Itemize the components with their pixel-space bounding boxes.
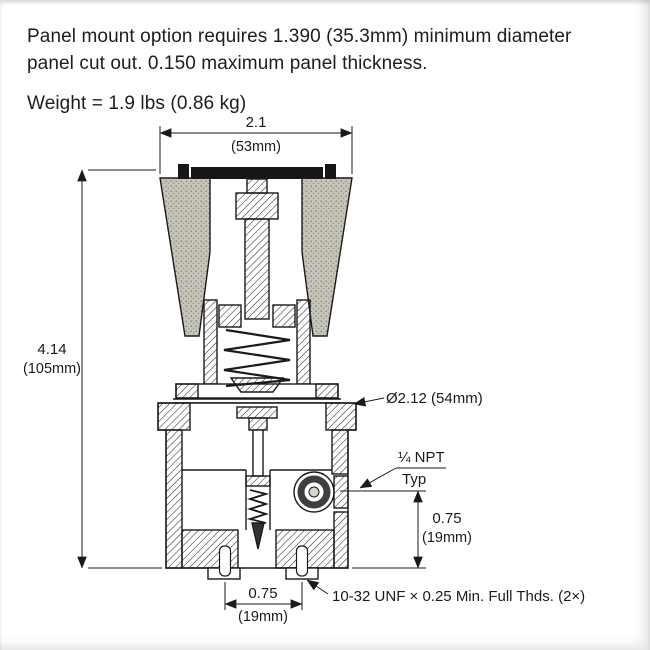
callout-mounting-thread [306, 579, 329, 595]
dim-port-height [340, 490, 426, 569]
dim-top-width-mm: (53mm) [231, 139, 281, 155]
dim-hole-spacing-inch: 0.75 [248, 585, 277, 602]
valve-poppet-tip [251, 522, 265, 550]
mounting-holes [207, 545, 319, 580]
mounting-thread-label: 10-32 UNF × 0.25 Min. Full Thds. (2×) [332, 588, 585, 605]
dim-port-height-mm: (19mm) [422, 530, 472, 546]
panel-mount-note: Panel mount option requires 1.390 (35.3m… [27, 26, 572, 74]
notes-block: Panel mount option requires 1.390 (35.3m… [27, 24, 613, 118]
dim-overall-height [77, 169, 162, 569]
dim-overall-height-mm: (105mm) [23, 361, 81, 377]
dim-body-diameter-label: Ø2.12 (54mm) [386, 390, 483, 407]
adjusting-screw [235, 178, 279, 320]
knob-group [159, 164, 353, 337]
callout-diameter [353, 397, 385, 407]
weight-note: Weight = 1.9 lbs (0.86 kg) [27, 92, 247, 114]
dim-hole-spacing-mm: (19mm) [238, 609, 288, 625]
dim-top-width [159, 126, 353, 174]
dim-overall-height-inch: 4.14 [37, 341, 66, 358]
port-callout-line1: ¼ NPT [398, 449, 445, 466]
range-spring [223, 328, 291, 393]
dim-port-height-inch: 0.75 [432, 510, 461, 527]
callout-port [359, 467, 446, 489]
valve-stem-assembly [245, 417, 271, 550]
port-callout-line2: Typ [402, 471, 426, 488]
spring-button [229, 377, 285, 393]
knob-cap [191, 167, 323, 179]
outlet-port-fitting [293, 471, 349, 513]
dim-top-width-inch: 2.1 [246, 114, 267, 131]
dim-hole-spacing [224, 582, 303, 610]
